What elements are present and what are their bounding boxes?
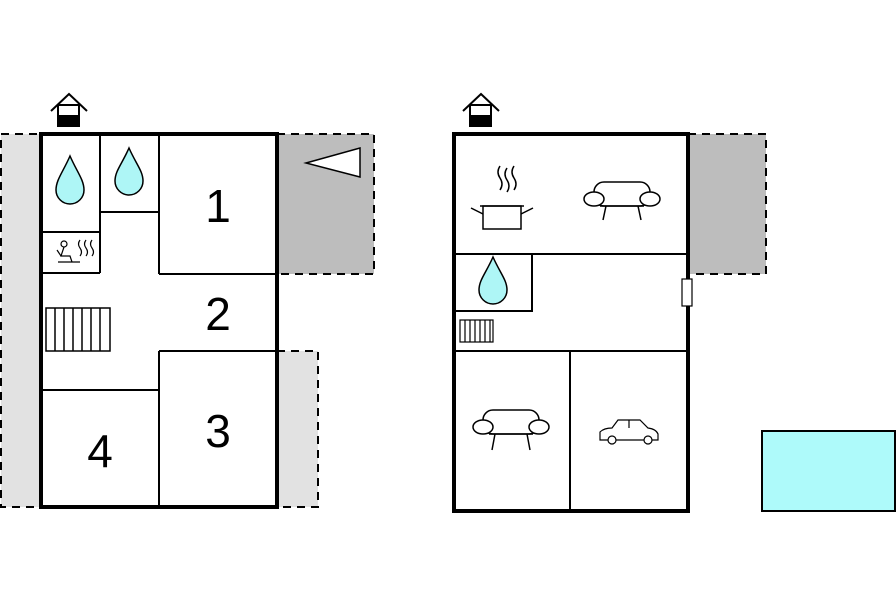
left-terrace-west [0,133,42,508]
room-label-4: 4 [87,425,113,477]
door-icon [681,278,693,307]
room-label-1: 1 [205,180,231,232]
right-building [452,92,767,513]
right-terrace [687,133,767,275]
left-building: 1 2 3 4 [0,92,375,509]
pool [761,430,896,512]
room-label-2: 2 [205,288,231,340]
room-label-3: 3 [205,405,231,457]
sofa-icon [472,409,550,451]
water-drop-icon [114,146,144,196]
cooking-pot-icon [470,165,534,230]
radiator-icon [459,319,494,343]
right-interior-walls [454,253,688,511]
left-terrace-east-bottom [276,350,319,508]
car-icon [599,419,659,445]
terrace-wedge-icon [303,147,361,178]
sauna-icon [56,239,95,263]
left-interior-walls [41,134,277,507]
entrance-icon [50,92,88,127]
sofa-icon [583,181,661,221]
stairs-icon [45,307,111,352]
entrance-icon [462,92,500,127]
water-drop-icon [55,154,85,205]
water-drop-icon [478,255,508,305]
